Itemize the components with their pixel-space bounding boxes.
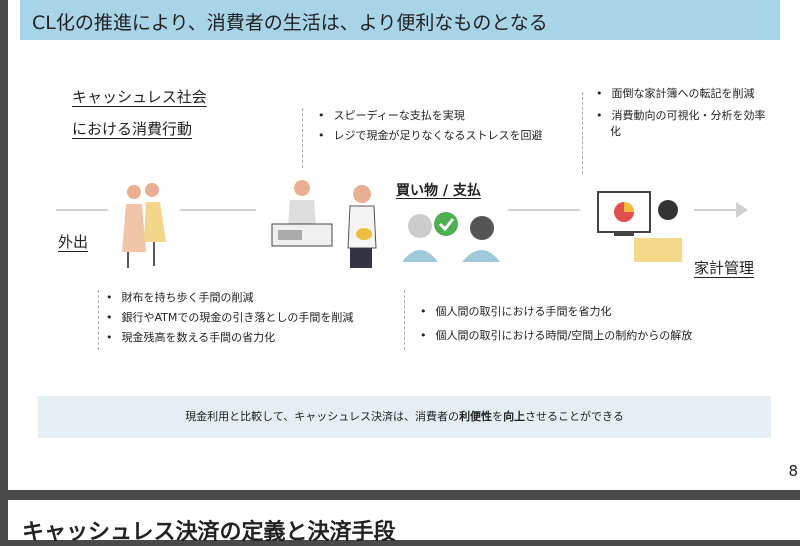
page-number: 8 (788, 462, 798, 480)
flow-line (56, 209, 108, 211)
list-item: レジで現金が足りなくなるストレスを回避 (318, 126, 543, 146)
household-benefits-list: 面倒な家計簿への転記を削減 消費動向の可視化・分析を効率化 (596, 86, 766, 140)
section-title-1: キャッシュレス社会 (72, 88, 207, 106)
list-item: 銀行やATMでの現金の引き落としの手間を削減 (106, 308, 354, 328)
divider (582, 92, 583, 174)
arrow-head-icon (736, 202, 748, 218)
list-item: 現金残高を数える手間の省力化 (106, 328, 353, 348)
summary-emphasis: 向上 (503, 410, 526, 423)
list-item: 財布を持ち歩く手間の削減 (106, 288, 353, 308)
outing-benefits-list: 財布を持ち歩く手間の削減 銀行やATMでの現金の引き落としの手間を削減 現金残高… (106, 288, 354, 348)
cashier-illustration (271, 180, 377, 268)
section-title-2: における消費行動 (72, 120, 193, 138)
mobile-payment-illustration (402, 212, 500, 262)
flow-arrow (694, 209, 740, 211)
people-walking-illustration (122, 183, 166, 268)
stage-outing-label: 外出 (58, 233, 89, 251)
next-slide: キャッシュレス決済の定義と決済手段 (8, 500, 800, 545)
summary-text: 現金利用と比較して、キャッシュレス決済は、消費者の (185, 410, 460, 423)
slide-header: CL化の推進により、消費者の生活は、より便利なものとなる (20, 0, 780, 40)
summary-banner: 現金利用と比較して、キャッシュレス決済は、消費者の利便性を向上させることができる (38, 396, 771, 438)
shopping-benefits-list: スピーディーな支払を実現 レジで現金が足りなくなるストレスを回避 (318, 106, 543, 146)
stage-shopping-label: 買い物 / 支払 (396, 183, 481, 199)
list-item: 消費動向の可視化・分析を効率化 (596, 108, 766, 140)
next-slide-title: キャッシュレス決済の定義と決済手段 (22, 520, 396, 545)
divider (404, 290, 405, 350)
summary-emphasis: 利便性 (459, 410, 493, 423)
list-item: スピーディーな支払を実現 (318, 106, 543, 126)
stage-household-label: 家計管理 (694, 259, 755, 277)
summary-text: を (492, 410, 504, 423)
divider (302, 108, 303, 168)
household-budget-illustration (597, 191, 682, 262)
list-item: 面倒な家計簿への転記を削減 (596, 86, 766, 102)
summary-text: させることができる (525, 410, 624, 423)
flow-line (180, 209, 256, 211)
slide: CL化の推進により、消費者の生活は、より便利なものとなる キャッシュレス社会 に… (8, 0, 800, 490)
p2p-benefits-list: 個人間の取引における手間を省力化 個人間の取引における時間/空間上の制約からの解… (420, 300, 693, 348)
list-item: 個人間の取引における時間/空間上の制約からの解放 (420, 324, 693, 348)
flow-line (508, 209, 580, 211)
divider (98, 290, 99, 350)
slide-title: CL化の推進により、消費者の生活は、より便利なものとなる (32, 12, 548, 34)
list-item: 個人間の取引における手間を省力化 (420, 300, 692, 324)
